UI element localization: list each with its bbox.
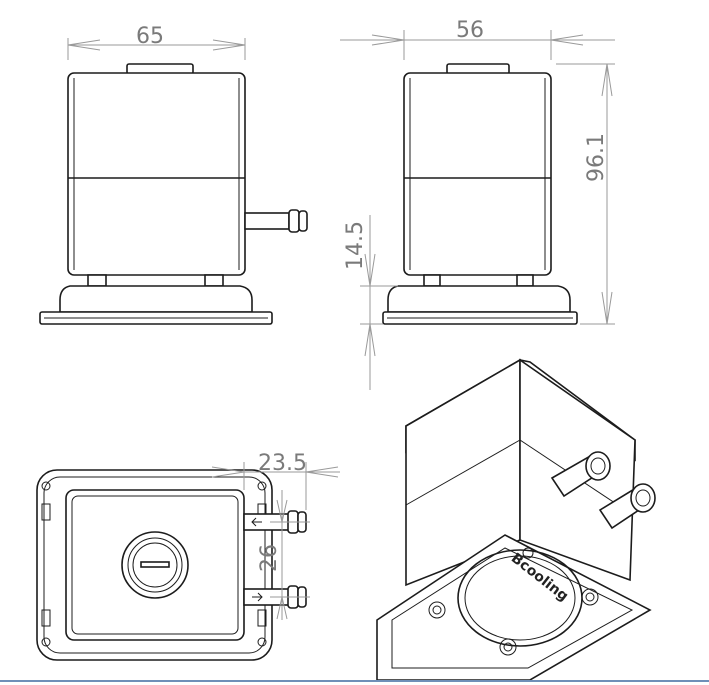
dim-port-spacing: 26	[257, 544, 282, 572]
dim-port-offset: 23.5	[258, 451, 307, 476]
isometric-view: Bcooling	[376, 358, 656, 681]
top-view	[36, 469, 307, 661]
bottom-accent-line	[0, 680, 709, 682]
dim-side-width: 56	[456, 18, 484, 43]
side-view	[382, 63, 578, 325]
dim-front-width: 65	[136, 24, 164, 49]
dim-base-height: 14.5	[343, 221, 368, 270]
dimension-lines	[67, 30, 615, 620]
dim-height: 96.1	[584, 133, 609, 182]
front-view	[39, 63, 308, 325]
